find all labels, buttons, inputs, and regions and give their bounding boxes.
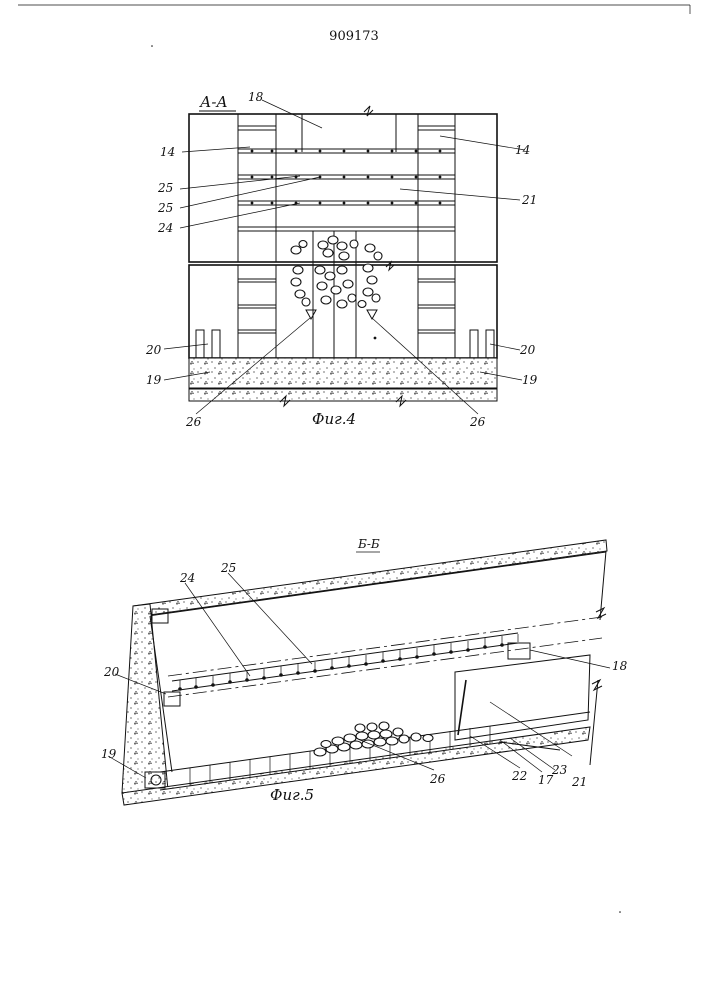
fig4-label-14-left: 14 — [160, 145, 175, 159]
fig4-caption: Фиг.4 — [312, 410, 356, 428]
fig5-rock-pile — [314, 722, 433, 756]
fig4-label-24: 24 — [157, 221, 173, 235]
fig4-label-14-right: 14 — [515, 143, 530, 157]
fig5-label-19: 19 — [101, 747, 117, 761]
fig5-bolts — [178, 634, 518, 691]
fig5-roof-slab — [133, 540, 607, 617]
fig5-section-label: Б-Б — [357, 537, 380, 551]
fig5-label-23: 23 — [551, 763, 568, 777]
fig5-label-24: 24 — [179, 571, 195, 585]
fig5-caption: Фиг.5 — [270, 786, 314, 804]
fig5-gate-block — [455, 655, 590, 740]
figure-4: А-А — [145, 90, 538, 429]
fig5-label-20: 20 — [103, 665, 120, 679]
sheet-frame — [18, 5, 690, 14]
figure-5: Б-Б — [101, 537, 628, 805]
fig4-upper-frame — [189, 114, 497, 262]
fig5-left-wall — [122, 604, 168, 793]
fig4-label-21: 21 — [521, 193, 537, 207]
fig4-label-20-left: 20 — [145, 343, 162, 357]
fig4-columns — [196, 330, 494, 358]
fig5-label-25: 25 — [220, 561, 236, 575]
fig4-label-26-left: 26 — [185, 415, 202, 429]
speck — [151, 45, 153, 47]
fig5-label-26: 26 — [429, 772, 446, 786]
fig5-right-bracket — [508, 643, 530, 659]
speck — [619, 911, 621, 913]
fig4-label-25b: 25 — [157, 201, 173, 215]
fig4-label-25a: 25 — [157, 181, 173, 195]
fig5-mid-bracket — [164, 692, 180, 706]
fig4-label-19-left: 19 — [146, 373, 162, 387]
fig4-section-label: А-А — [199, 93, 228, 111]
fig4-label-26-right: 26 — [469, 415, 486, 429]
document-number: 909173 — [329, 29, 379, 44]
fig4-beams — [238, 126, 455, 231]
fig5-label-21: 21 — [571, 775, 587, 789]
fig5-label-18: 18 — [612, 659, 628, 673]
fig4-rock-pile — [291, 236, 382, 308]
fig5-label-22: 22 — [511, 769, 527, 783]
fig4-label-18: 18 — [248, 90, 264, 104]
fig4-label-20-right: 20 — [519, 343, 536, 357]
fig4-label-19-right: 19 — [522, 373, 538, 387]
